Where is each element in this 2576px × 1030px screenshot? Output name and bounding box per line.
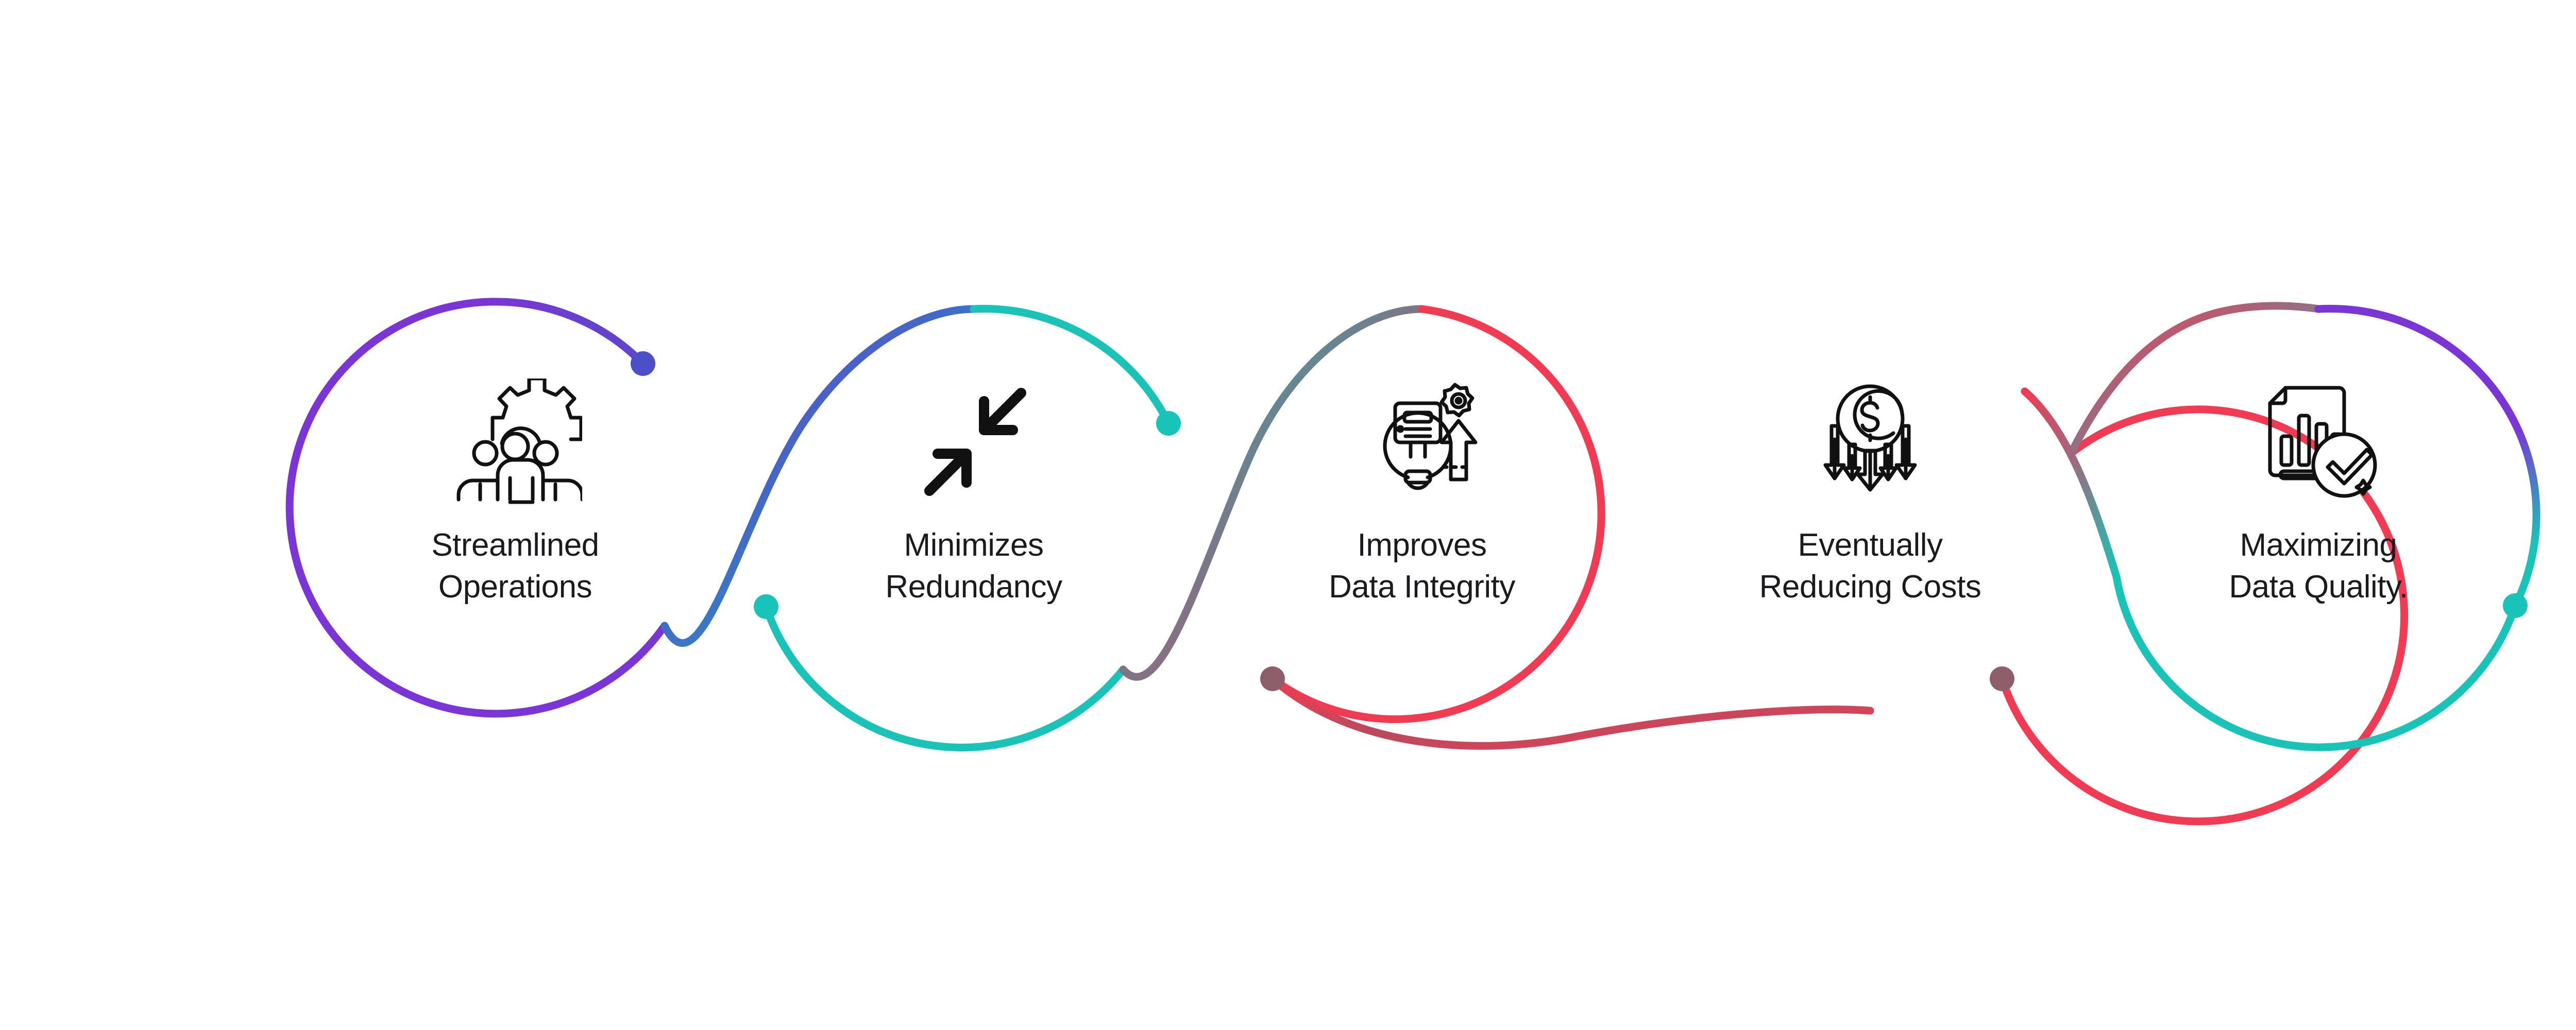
node-improves-data-integrity[interactable]: Improves Data Integrity [1242, 379, 1602, 608]
data-quality-check-icon [2251, 379, 2385, 507]
arc-node-3 [1268, 305, 1605, 724]
arc-node-2-lower [762, 603, 1127, 752]
compress-arrows-icon [907, 379, 1041, 507]
dot-node-2-lower [754, 594, 778, 619]
arc-node-5-lower [2112, 573, 2519, 751]
connector-1-2 [660, 305, 978, 647]
node-label: Streamlined Operations [431, 527, 599, 605]
connector-2-3 [1119, 305, 1426, 681]
connector-5-tail [2021, 387, 2121, 581]
node-maximizing-data-quality[interactable]: Maximizing Data Quality. [2138, 379, 2499, 608]
dot-node-2-upper [1156, 411, 1181, 436]
dot-node-3-lower [1260, 666, 1285, 691]
arc-node-4 [1998, 405, 2409, 826]
lightbulb-gear-arrow-icon [1355, 379, 1489, 507]
dot-node-4-lower [1990, 666, 2014, 691]
people-gear-icon [448, 379, 582, 507]
connector-3-4 [1268, 675, 1874, 750]
arc-node-5 [2314, 304, 2540, 610]
cost-reduction-icon [1803, 379, 1937, 507]
node-eventually-reducing-costs[interactable]: Eventually Reducing Costs [1690, 379, 2050, 608]
node-minimizes-redundancy[interactable]: Minimizes Redundancy [793, 379, 1154, 608]
node-label: Maximizing Data Quality. [2229, 527, 2408, 605]
node-label: Eventually Reducing Costs [1759, 527, 1981, 605]
node-label: Minimizes Redundancy [885, 527, 1062, 605]
connector-4-5 [2067, 302, 2323, 457]
connector-dots [631, 351, 2528, 691]
dot-node-5 [2503, 593, 2528, 618]
node-label: Improves Data Integrity [1329, 527, 1515, 605]
node-streamlined-operations[interactable]: Streamlined Operations [335, 379, 696, 608]
arc-node-1 [285, 298, 669, 718]
dot-node-1 [631, 351, 655, 376]
arc-node-2 [970, 305, 1173, 427]
